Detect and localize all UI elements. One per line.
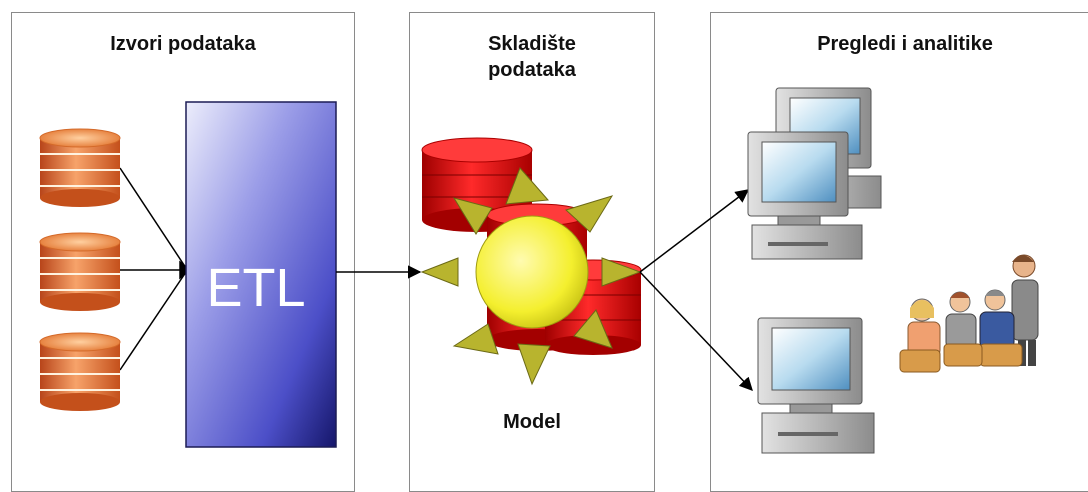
warehouse-title-line2: podataka xyxy=(488,59,576,81)
flow-diagram: ETL xyxy=(39,87,1039,454)
database-icon xyxy=(39,332,121,411)
etl-label: ETL xyxy=(206,258,305,318)
computer-icon xyxy=(757,317,875,454)
computer-icon xyxy=(747,131,863,260)
warehouse-title-line1: Skladište xyxy=(488,33,576,55)
source-connectors xyxy=(119,167,192,371)
database-icon xyxy=(39,128,121,207)
analytics-title: Pregledi i analitike xyxy=(817,33,993,55)
warehouse-to-top-computers-arrow xyxy=(639,189,750,273)
sun-model-icon xyxy=(420,167,642,386)
warehouse-panel: Skladište podataka Model xyxy=(409,12,655,492)
database-icon xyxy=(39,232,121,311)
model-label: Model xyxy=(503,411,561,433)
audience-icon xyxy=(899,254,1039,373)
warehouse-title: Skladište podataka xyxy=(410,31,654,83)
etl-block: ETL xyxy=(185,101,337,448)
warehouse-to-bottom-computer-arrow xyxy=(639,271,753,391)
sources-title: Izvori podataka xyxy=(110,33,256,55)
